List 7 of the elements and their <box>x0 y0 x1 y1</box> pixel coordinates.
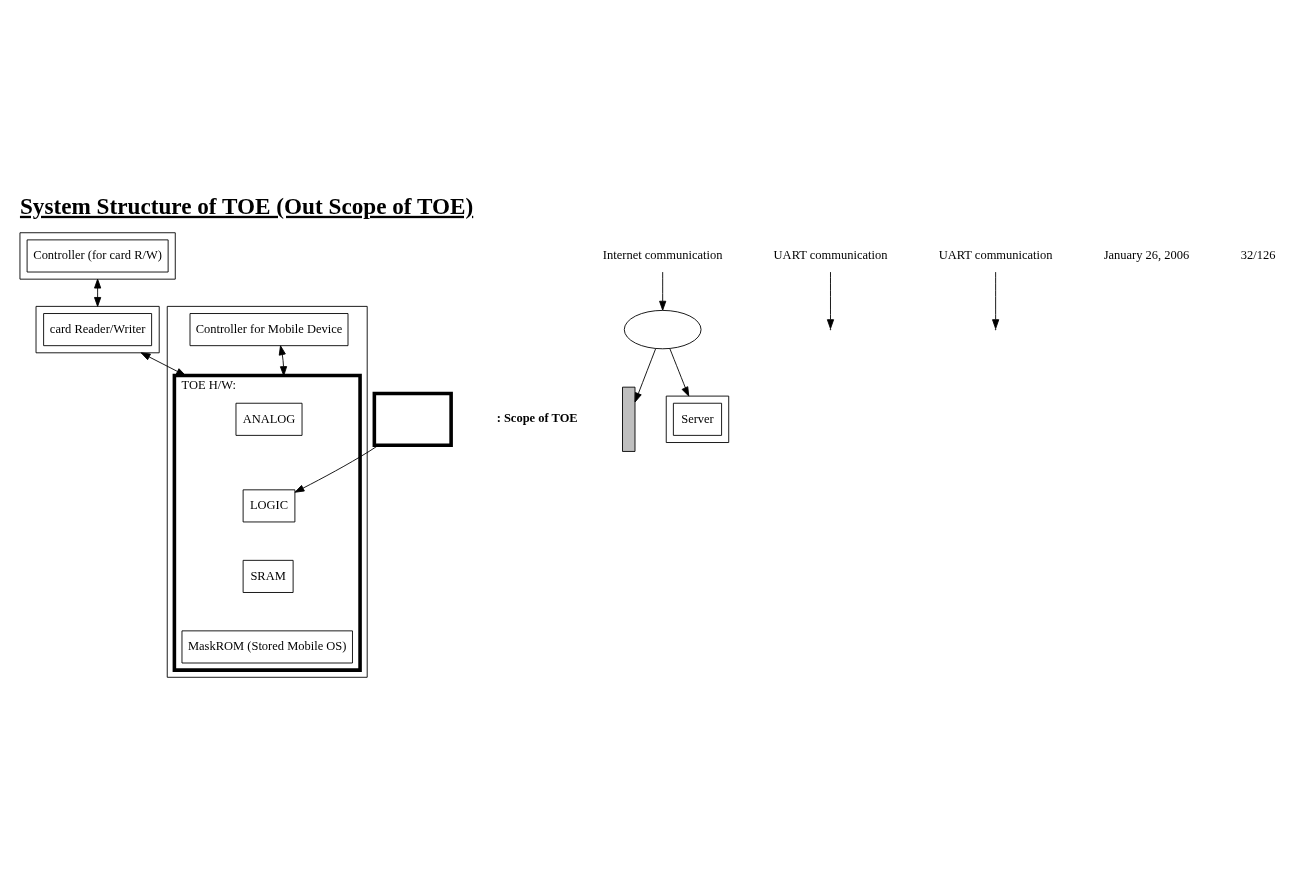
node-text: UART communication <box>773 248 888 263</box>
label: 32/126 <box>1240 248 1276 263</box>
diagram-title: System Structure of TOE (Out Scope of TOE) <box>19 192 474 219</box>
node-text: UART communication <box>938 248 1053 263</box>
label: January 26, 2006 <box>1103 248 1190 263</box>
node-label: : Scope of TOE <box>496 410 578 425</box>
node-text: Internet communication <box>602 248 723 263</box>
